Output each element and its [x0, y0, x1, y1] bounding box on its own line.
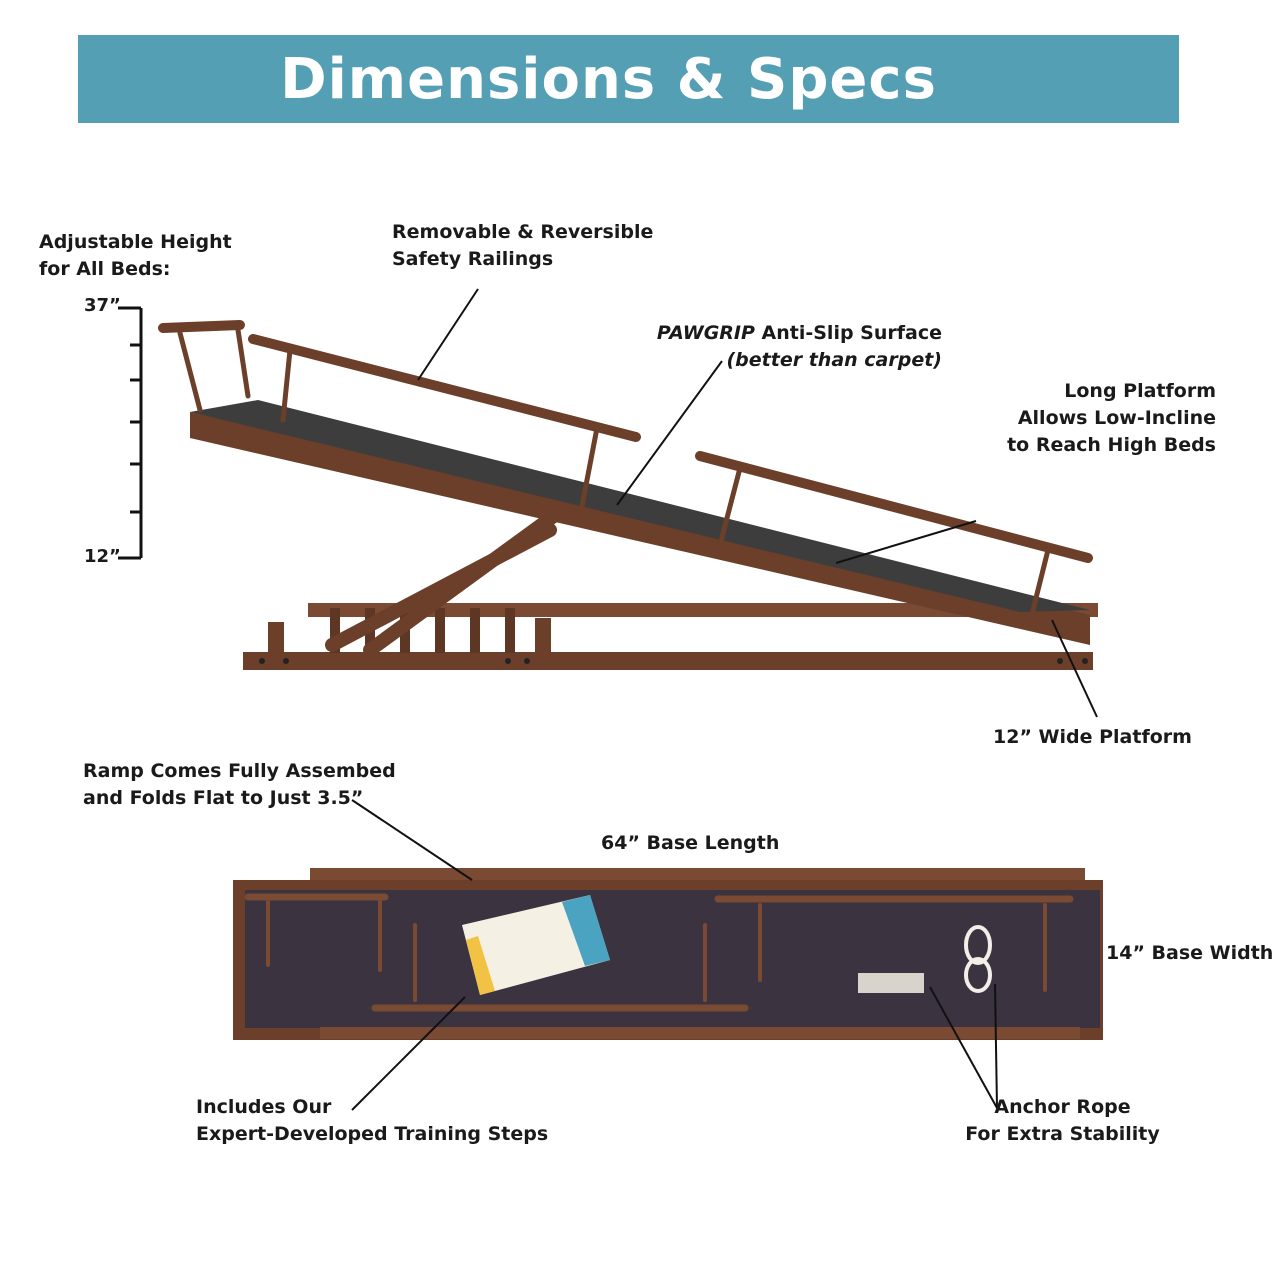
anchor-rope [964, 925, 992, 993]
surface-brand: PAWGRIP [656, 322, 755, 344]
height-label-line2: for All Beds: [39, 258, 171, 280]
leader-lines [351, 288, 1098, 1111]
folds-callout: Ramp Comes Fully Assembed and Folds Flat… [83, 758, 396, 812]
ramp-legs [325, 508, 562, 657]
platform-line2: Allows Low-Incline [1017, 407, 1216, 429]
safety-railings [158, 320, 1093, 625]
base-width-label: 14” Base Width [1106, 942, 1274, 964]
surface-line1-rest: Anti-Slip Surface [754, 322, 942, 344]
surface-line1: PAWGRIP Anti-Slip Surface [640, 320, 942, 347]
anchor-line1: Anchor Rope [994, 1096, 1131, 1118]
height-label-line1: Adjustable Height [39, 231, 232, 253]
training-line2: Expert-Developed Training Steps [196, 1123, 549, 1145]
railings-callout: Removable & Reversible Safety Railings [392, 219, 653, 273]
training-line1: Includes Our [196, 1096, 332, 1118]
surface-line2: (better than carpet) [726, 349, 943, 371]
training-callout: Includes Our Expert-Developed Training S… [196, 1094, 548, 1148]
page-title: Dimensions & Specs [280, 46, 937, 112]
height-scale [118, 306, 143, 560]
anchor-block [858, 973, 924, 993]
header-banner: Dimensions & Specs [78, 35, 1179, 123]
height-max-label: 37” [84, 295, 121, 316]
folded-ramp [233, 868, 1103, 1040]
wide-platform-callout: 12” Wide Platform [993, 726, 1192, 748]
surface-callout: PAWGRIP Anti-Slip Surface (better than c… [640, 320, 942, 374]
base-length-label: 64” Base Length [601, 832, 780, 854]
folds-line2: and Folds Flat to Just 3.5” [83, 787, 364, 809]
anchor-callout: Anchor Rope For Extra Stability [960, 1094, 1165, 1148]
height-min-label: 12” [84, 546, 121, 567]
folds-line1: Ramp Comes Fully Assembed [83, 760, 396, 782]
anchor-line2: For Extra Stability [965, 1123, 1160, 1145]
ramp-base-frame [243, 603, 1098, 670]
ramp-deck [190, 400, 1090, 645]
railings-line1: Removable & Reversible [392, 221, 654, 243]
platform-line3: to Reach High Beds [1007, 434, 1216, 456]
training-card [462, 895, 610, 995]
height-scale-label: Adjustable Height for All Beds: [39, 229, 232, 283]
railings-line2: Safety Railings [392, 248, 554, 270]
platform-line1: Long Platform [1064, 380, 1216, 402]
platform-callout: Long Platform Allows Low-Incline to Reac… [960, 378, 1216, 459]
